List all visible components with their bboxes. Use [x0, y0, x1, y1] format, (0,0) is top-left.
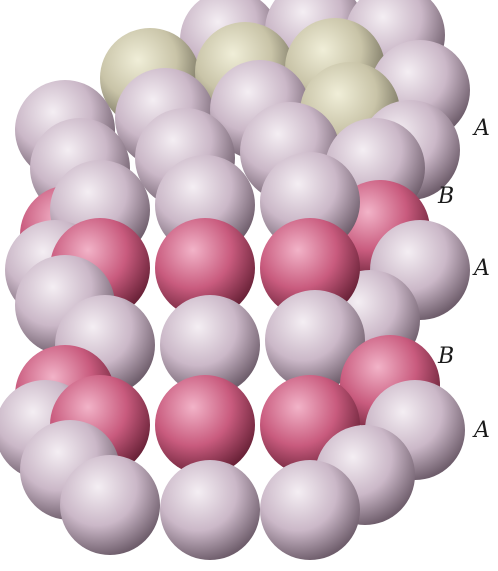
sphere-a-40 — [60, 455, 160, 555]
layer-label-a-3: A — [474, 420, 490, 442]
layer-label-a-1: A — [474, 118, 490, 140]
sphere-a-42 — [260, 460, 360, 560]
sphere-a-41 — [160, 460, 260, 560]
sphere-b-36 — [155, 375, 255, 475]
layer-label-b-1: B — [438, 186, 454, 208]
layer-label-a-2: A — [474, 258, 490, 280]
layer-label-b-2: B — [438, 346, 454, 368]
